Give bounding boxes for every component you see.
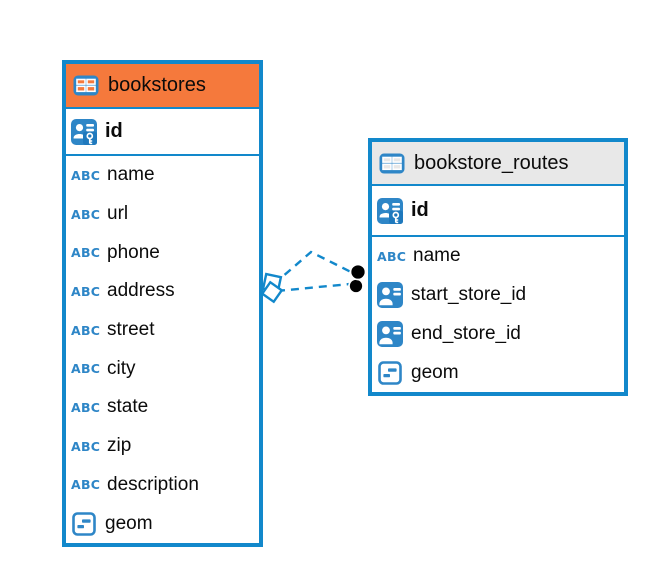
column-name: id [411,199,429,221]
table-bookstore-routes[interactable]: bookstore_routes id ABC [368,138,628,396]
reference-type-icon [377,282,403,309]
row-city[interactable]: ABC city [66,349,259,388]
column-name: name [413,245,461,267]
text-type-icon: ABC [377,248,407,264]
table-header-bookstore-routes[interactable]: bookstore_routes [372,142,624,186]
table-icon [379,151,405,175]
row-address[interactable]: ABC address [66,272,259,311]
row-start-store-id[interactable]: start_store_id [372,276,624,315]
row-id[interactable]: id [372,186,624,237]
text-type-icon: ABC [71,438,101,454]
column-name: zip [107,435,132,457]
relationship-connector[interactable] [273,250,352,293]
table-icon [73,74,99,98]
column-name: id [105,120,123,142]
text-type-icon: ABC [71,167,101,183]
table-bookstores[interactable]: bookstores id ABC [62,60,263,547]
row-geom[interactable]: geom [372,353,624,392]
text-type-icon: ABC [71,283,101,299]
row-phone[interactable]: ABC phone [66,233,259,272]
column-name: geom [105,512,153,534]
row-end-store-id[interactable]: end_store_id [372,315,624,354]
row-geom[interactable]: geom [66,504,259,543]
row-zip[interactable]: ABC zip [66,427,259,466]
column-name: phone [107,241,160,263]
row-street[interactable]: ABC street [66,311,259,350]
text-type-icon: ABC [71,322,101,338]
column-name: geom [411,361,459,383]
row-name[interactable]: ABC name [372,237,624,276]
column-name: address [107,280,175,302]
column-name: state [107,396,149,418]
row-name[interactable]: ABC name [66,156,259,195]
primary-key-icon [71,118,97,145]
table-header-bookstores[interactable]: bookstores [66,64,259,109]
text-type-icon: ABC [71,399,101,415]
text-type-icon: ABC [71,206,101,222]
column-name: url [107,203,129,225]
geometry-type-icon [377,360,403,385]
column-name: start_store_id [411,284,527,306]
reference-type-icon [377,320,403,347]
row-state[interactable]: ABC state [66,388,259,427]
column-name: end_store_id [411,322,521,344]
row-id[interactable]: id [66,109,259,156]
relationship-dot-marker [348,263,367,294]
text-type-icon: ABC [71,245,101,261]
row-url[interactable]: ABC url [66,195,259,234]
geometry-type-icon [71,511,97,536]
column-name: name [107,164,155,186]
column-name: description [107,473,199,495]
table-title: bookstore_routes [414,151,569,174]
text-type-icon: ABC [71,361,101,377]
column-name: city [107,357,136,379]
primary-key-icon [377,197,403,224]
column-name: street [107,319,155,341]
text-type-icon: ABC [71,477,101,493]
row-description[interactable]: ABC description [66,466,259,505]
relationship-diamond-marker [260,272,284,304]
table-title: bookstores [108,74,206,96]
